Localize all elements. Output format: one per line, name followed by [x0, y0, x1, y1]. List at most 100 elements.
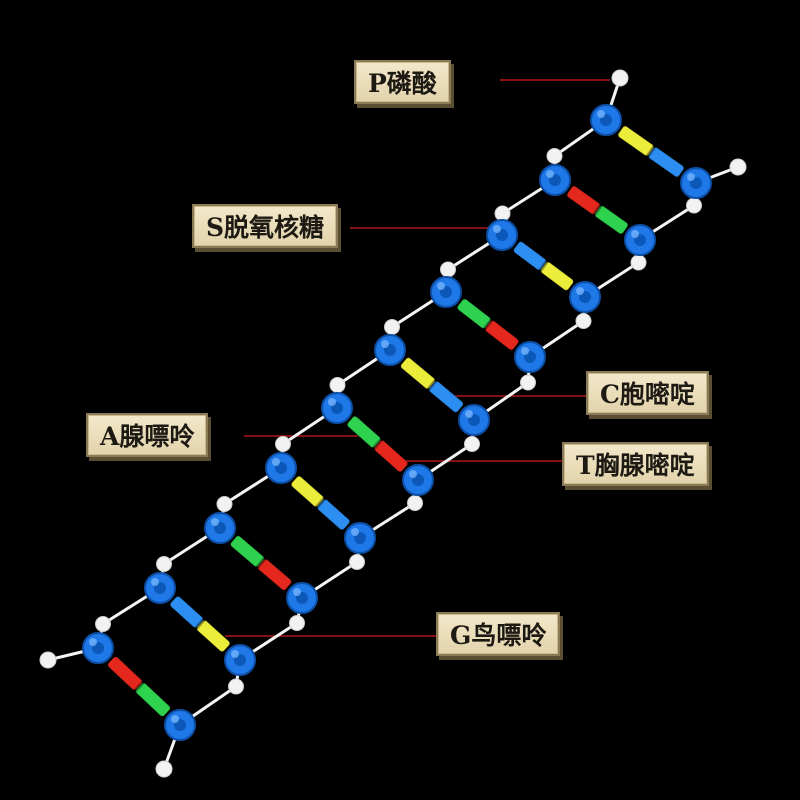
base-joint	[132, 679, 146, 694]
sugar-highlight	[272, 458, 280, 466]
phosphate-node	[729, 158, 747, 176]
base-pair	[290, 475, 351, 531]
deoxyribose-node	[82, 632, 114, 664]
base-right	[484, 320, 520, 351]
base-pair	[566, 185, 629, 235]
base-pair-rung	[566, 185, 629, 235]
sugar-highlight	[89, 638, 97, 646]
phosphate-node	[275, 436, 291, 452]
sugar-highlight	[521, 347, 529, 355]
base-joint	[313, 495, 328, 511]
base-pair-rung	[456, 298, 520, 351]
sugar-highlight	[293, 588, 301, 596]
deoxyribose-node	[402, 464, 434, 496]
sugar-highlight	[597, 110, 605, 118]
base-joint	[254, 555, 268, 571]
base-pair-rung	[617, 125, 685, 178]
base-pair-rung	[230, 535, 292, 591]
base-right	[647, 146, 685, 178]
sugar-highlight	[465, 410, 473, 418]
label-phosphate: P磷酸	[354, 60, 451, 104]
deoxyribose-node	[265, 452, 297, 484]
phosphate-node	[546, 148, 563, 164]
label-guanine: G鸟嘌呤	[436, 612, 561, 656]
base-joint	[370, 436, 385, 452]
base-right	[257, 558, 292, 591]
phosphate-node	[464, 436, 480, 452]
base-pair	[107, 656, 171, 717]
base-joint	[644, 143, 658, 160]
phosphate-node	[575, 313, 592, 329]
deoxyribose-node	[569, 281, 601, 313]
sugar-highlight	[437, 282, 445, 290]
phosphate-node	[329, 377, 346, 393]
deoxyribose-node	[286, 582, 318, 614]
base-joint	[537, 258, 550, 274]
base-pair-rung	[346, 415, 409, 473]
base-pair	[513, 241, 574, 291]
base-pair	[456, 298, 520, 351]
sugar-highlight	[687, 173, 695, 181]
base-pair-rung	[107, 656, 171, 717]
base-pair	[346, 415, 409, 473]
phosphate-node	[686, 197, 702, 214]
phosphate-node	[39, 651, 57, 669]
deoxyribose-node	[486, 219, 518, 251]
deoxyribose-node	[224, 644, 256, 676]
phosphate-node	[156, 556, 172, 572]
base-right	[316, 498, 351, 531]
base-right	[373, 439, 409, 473]
phosphate-node	[407, 495, 423, 511]
deoxyribose-node	[458, 404, 490, 436]
base-pair-rung	[169, 595, 231, 653]
phosphate-node	[611, 69, 629, 87]
base-pair	[400, 357, 464, 413]
sugar-highlight	[211, 518, 219, 526]
deoxyribose-node	[144, 572, 176, 604]
label-cytosine: C胞嘧啶	[586, 371, 709, 415]
sugar-highlight	[631, 230, 639, 238]
deoxyribose-node	[514, 341, 546, 373]
base-joint	[591, 202, 604, 218]
sugar-highlight	[381, 340, 389, 348]
sugar-highlight	[171, 715, 179, 723]
dna-double-helix	[39, 69, 747, 778]
base-pair	[617, 125, 685, 178]
phosphate-node	[384, 319, 400, 335]
base-pair-rung	[400, 357, 464, 413]
sugar-highlight	[351, 528, 359, 536]
phosphate-node	[155, 760, 173, 778]
deoxyribose-node	[680, 167, 712, 199]
base-pair	[169, 595, 231, 653]
base-pair-rung	[513, 241, 574, 291]
phosphate-node	[228, 678, 244, 695]
sugar-highlight	[328, 398, 336, 406]
deoxyribose-node	[344, 522, 376, 554]
deoxyribose-node	[590, 104, 622, 136]
label-deoxyribose: S脱氧核糖	[192, 204, 339, 248]
base-right	[135, 682, 171, 717]
phosphate-node	[630, 254, 647, 271]
label-thymine: T胸腺嘧啶	[562, 442, 709, 486]
sugar-highlight	[231, 650, 239, 658]
deoxyribose-node	[430, 276, 462, 308]
sugar-highlight	[409, 470, 417, 478]
sugar-highlight	[546, 170, 554, 178]
sugar-highlight	[151, 578, 159, 586]
sugar-highlight	[493, 225, 501, 233]
base-joint	[425, 377, 439, 393]
deoxyribose-node	[164, 709, 196, 741]
leader-lines	[225, 79, 610, 637]
label-adenine: A腺嘌呤	[86, 413, 209, 457]
phosphate-node	[95, 616, 111, 632]
sugar-highlight	[576, 287, 584, 295]
deoxyribose-node	[374, 334, 406, 366]
phosphate-node	[216, 496, 233, 512]
base-right	[196, 619, 231, 653]
deoxyribose-node	[321, 392, 353, 424]
phosphate-node	[349, 554, 365, 570]
phosphate-node	[494, 205, 511, 222]
base-joint	[193, 616, 207, 632]
base-right	[540, 261, 574, 291]
